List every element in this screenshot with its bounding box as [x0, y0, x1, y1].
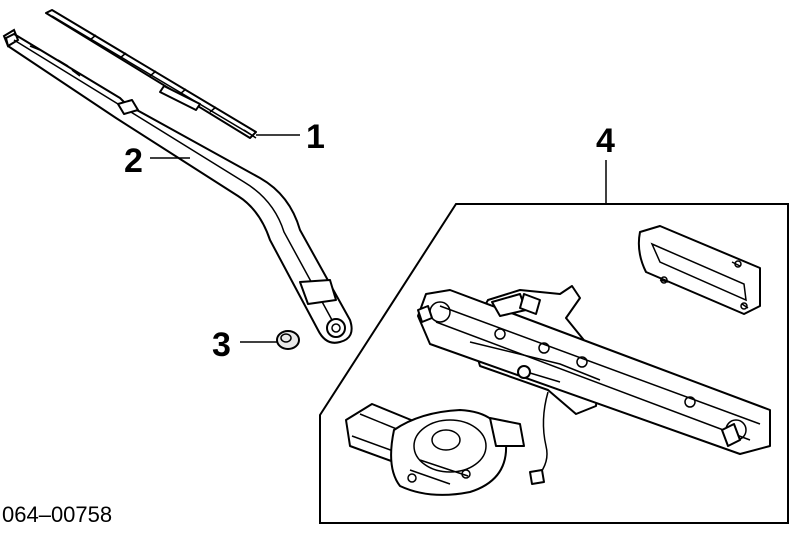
motor-assembly-frame	[319, 203, 789, 524]
motor-linkage-assembly	[345, 225, 771, 496]
leader-lines	[150, 134, 607, 343]
wiper-arm	[2, 28, 353, 344]
wiper-blade	[45, 9, 257, 139]
arm-nut-cap	[276, 330, 300, 350]
diagram-part-number: 064–00758	[2, 502, 112, 527]
callout-1: 1	[306, 118, 325, 156]
callout-2: 2	[124, 142, 143, 180]
callout-3: 3	[212, 326, 231, 364]
callout-4: 4	[596, 122, 615, 160]
